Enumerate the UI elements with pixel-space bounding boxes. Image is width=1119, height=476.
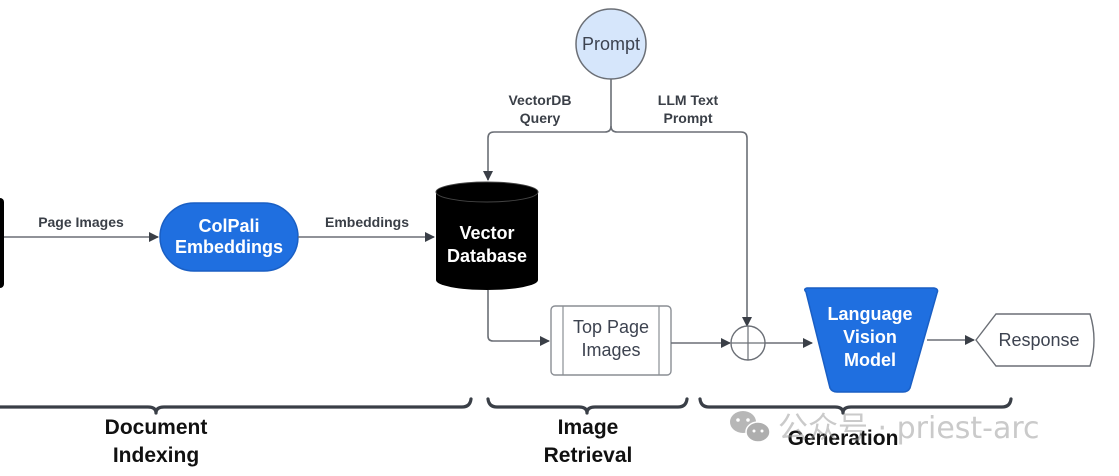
language-vision-model-node: Language Vision Model bbox=[803, 287, 939, 393]
group-image-retrieval-line-2: Retrieval bbox=[544, 444, 633, 467]
top-pages-line-1: Top Page bbox=[573, 317, 649, 337]
lvm-line-2: Vision bbox=[843, 327, 897, 347]
watermark: 公众号 · priest-arc bbox=[730, 411, 1040, 446]
prompt-label: Prompt bbox=[582, 34, 640, 54]
watermark-text: 公众号 · priest-arc bbox=[778, 411, 1040, 446]
generation-brace bbox=[698, 397, 1013, 415]
colpali-line-2: Embeddings bbox=[175, 237, 283, 257]
group-image-retrieval-line-1: Image bbox=[558, 416, 619, 439]
vector-database-node: Vector Database bbox=[435, 181, 539, 290]
prompt-node: Prompt bbox=[575, 8, 647, 80]
vectordb-query-label-1: VectorDB bbox=[508, 92, 571, 108]
response-label: Response bbox=[998, 330, 1079, 350]
llm-text-prompt-edge bbox=[610, 125, 752, 327]
group-document-indexing-line-2: Indexing bbox=[113, 444, 199, 467]
response-node: Response bbox=[975, 313, 1095, 367]
combine-junction-node bbox=[730, 325, 766, 361]
group-document-indexing-line-1: Document bbox=[105, 416, 208, 439]
vector-db-line-1: Vector bbox=[459, 223, 514, 243]
embeddings-label: Embeddings bbox=[325, 214, 409, 230]
wechat-icon bbox=[730, 411, 771, 443]
vectordb-query-label-2: Query bbox=[520, 110, 561, 126]
page-images-label: Page Images bbox=[38, 214, 124, 230]
document-indexing-brace bbox=[0, 397, 473, 415]
llm-text-prompt-label-2: Prompt bbox=[664, 110, 713, 126]
group-generation-label: Generation bbox=[788, 427, 899, 450]
top-page-images-node: Top Page Images bbox=[550, 305, 672, 376]
top-pages-line-2: Images bbox=[581, 340, 640, 360]
colpali-line-1: ColPali bbox=[198, 216, 259, 236]
retrieval-edge bbox=[487, 290, 550, 346]
colpali-embeddings-node: ColPali Embeddings bbox=[159, 202, 299, 272]
source-documents-node bbox=[0, 198, 4, 288]
lvm-line-3: Model bbox=[844, 350, 896, 370]
llm-text-prompt-label-1: LLM Text bbox=[658, 92, 719, 108]
lvm-line-1: Language bbox=[827, 304, 912, 324]
vector-db-line-2: Database bbox=[447, 246, 527, 266]
image-retrieval-brace bbox=[486, 397, 689, 415]
